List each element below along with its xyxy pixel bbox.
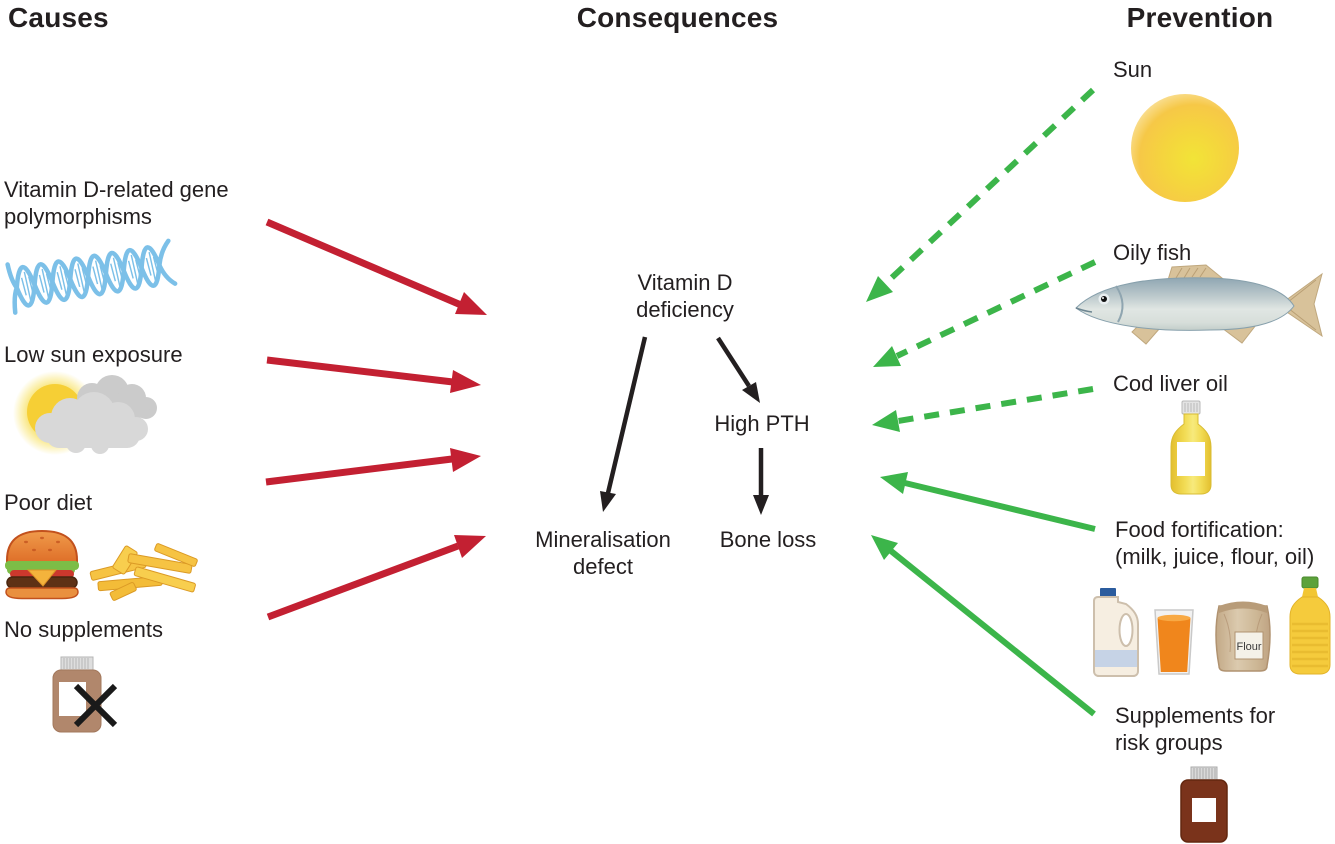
cod-liver-oil-bottle-icon [1170, 400, 1212, 495]
prevention-label-oily-fish: Oily fish [1113, 240, 1192, 265]
sun-icon [1131, 94, 1239, 202]
node-vitamin-d-deficiency: Vitamin D deficiency [636, 270, 734, 322]
arrow-prevention-oily-fish [873, 259, 1097, 367]
arrow-cause-gene-polymorphisms [265, 218, 487, 315]
prevention-label-supplements: Supplements for risk groups [1115, 703, 1276, 755]
crossed-out-pill-bottle-icon [52, 656, 118, 733]
arrow-prevention-food-fortification [880, 472, 1096, 532]
prevention-label-cod-liver-oil: Cod liver oil [1113, 371, 1228, 396]
flour-bag-label: Flour [1236, 641, 1261, 653]
arrow-prevention-sun [866, 87, 1096, 302]
arrow-cause-no-supplements [266, 535, 486, 621]
french-fries-icon [89, 543, 198, 601]
supplement-bottle-icon [1180, 766, 1228, 843]
cause-label-gene-polymorphisms: Vitamin D-related gene polymorphisms [4, 177, 229, 229]
cause-label-low-sun-exposure: Low sun exposure [4, 342, 183, 367]
node-bone-loss: Bone loss [719, 527, 817, 552]
node-high-pth: High PTH [714, 411, 810, 436]
juice-glass-icon [1154, 609, 1194, 675]
arrow-high-pth-to-bone-loss [753, 448, 769, 515]
arrow-deficiency-to-mineralisation [600, 336, 648, 512]
flour-bag-icon: Flour [1215, 601, 1271, 672]
consequences-heading: Consequences [576, 2, 779, 33]
milk-jug-icon [1093, 588, 1139, 677]
arrow-deficiency-to-high-pth [716, 336, 760, 403]
cooking-oil-bottle-icon [1289, 576, 1331, 675]
arrow-cause-low-sun-exposure [266, 356, 481, 393]
cause-label-no-supplements: No supplements [4, 617, 163, 642]
arrow-prevention-supplements [871, 535, 1096, 717]
prevention-label-food-fortification: Food fortification: (milk, juice, flour,… [1115, 517, 1315, 569]
fish-icon [1075, 264, 1323, 345]
cause-label-poor-diet: Poor diet [4, 490, 93, 515]
node-mineralisation-defect: Mineralisation defect [535, 527, 671, 579]
front-cloud [35, 392, 148, 454]
hamburger-icon [5, 529, 79, 600]
dna-helix-icon [5, 238, 178, 315]
arrow-cause-poor-diet [265, 448, 481, 486]
prevention-label-sun: Sun [1113, 57, 1153, 82]
sun-behind-clouds-icon [13, 371, 157, 455]
causes-heading: Causes [8, 2, 109, 33]
prevention-heading: Prevention [1126, 2, 1274, 33]
arrow-prevention-cod-liver-oil [872, 386, 1094, 432]
